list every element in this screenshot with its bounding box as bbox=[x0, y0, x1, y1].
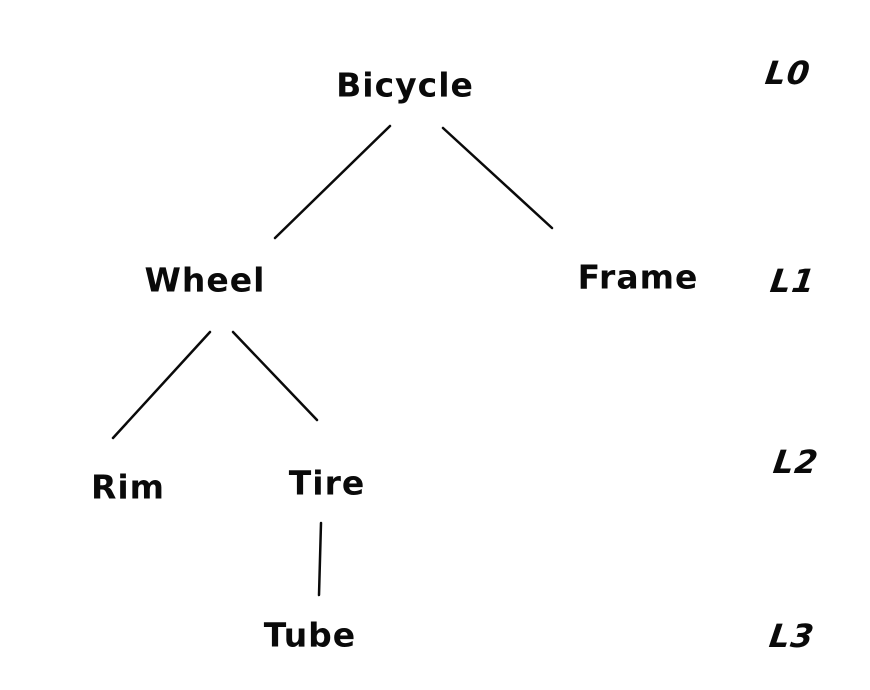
node-frame: Frame bbox=[577, 257, 699, 297]
edge-wheel-rim bbox=[111, 330, 212, 440]
edge-bicycle-frame bbox=[441, 126, 554, 230]
node-rim: Rim bbox=[90, 467, 166, 507]
edge-wheel-tire bbox=[231, 330, 319, 422]
node-tire: Tire bbox=[288, 463, 366, 503]
level-label-l1: L1 bbox=[768, 262, 818, 300]
edge-tire-tube bbox=[317, 521, 323, 597]
node-tube: Tube bbox=[263, 615, 357, 655]
node-bicycle: Bicycle bbox=[336, 65, 474, 105]
edge-bicycle-wheel bbox=[273, 124, 392, 240]
node-wheel: Wheel bbox=[144, 260, 266, 300]
level-label-l2: L2 bbox=[771, 443, 821, 481]
level-label-l3: L3 bbox=[767, 617, 817, 655]
level-label-l0: L0 bbox=[763, 54, 813, 92]
